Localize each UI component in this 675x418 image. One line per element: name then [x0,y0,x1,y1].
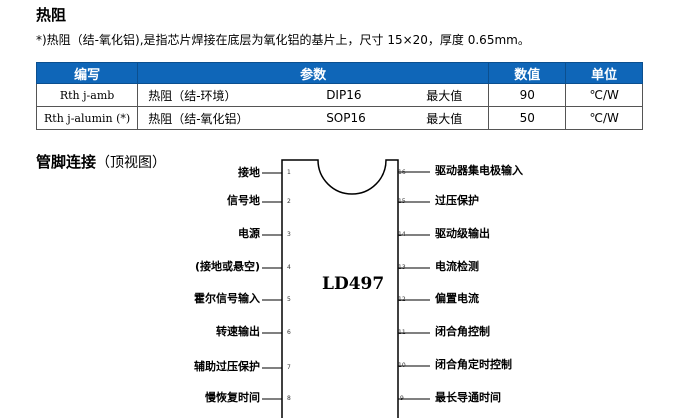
pin-number-8: 8 [287,395,291,402]
pin-label-13: 电流检测 [435,260,479,273]
param-name: 热阻（结-环境） [148,88,237,103]
pin-number-10: 10 [398,362,406,369]
pin-number-16: 16 [398,169,406,176]
pin-number-15: 15 [398,198,406,205]
pin-label-16: 驱动器集电极输入 [435,164,523,177]
table-header-row: 编写 参数 数值 单位 [35,62,643,84]
pin-label-11: 闭合角控制 [435,325,490,338]
cell-param: 热阻（结-环境） DIP16 最大值 [137,83,490,107]
param-name: 热阻（结-氧化铝） [148,111,249,126]
pin-label-1: 接地 [238,166,260,179]
pin-label-2: 信号地 [227,194,260,207]
cell-param: 热阻（结-氧化铝） SOP16 最大值 [137,106,490,130]
pin-number-13: 13 [398,264,406,271]
pin-label-6: 转速输出 [216,325,260,338]
thermal-table: 编写 参数 数值 单位 Rth j-amb 热阻（结-环境） DIP16 最大值… [35,62,643,130]
header-code: 编写 [35,62,139,84]
pin-number-2: 2 [287,198,291,205]
pin-label-3: 电源 [238,227,260,240]
pin-number-12: 12 [398,296,406,303]
thermal-title: 热阻 [36,6,67,24]
header-unit: 单位 [565,62,643,84]
pin-number-6: 6 [287,329,291,336]
pin-label-15: 过压保护 [435,194,479,207]
pin-number-11: 11 [398,329,406,336]
param-package: SOP16 [326,111,366,125]
chip-body [281,159,399,418]
pinout-title: 管脚连接（顶视图） [36,151,166,172]
pinout-subtitle: （顶视图） [96,155,167,171]
pin-label-12: 偏置电流 [435,292,479,305]
header-value: 数值 [488,62,567,84]
pin-label-5: 霍尔信号输入 [194,292,260,305]
cell-code: Rth j-alumin (*) [35,106,139,130]
pin-number-4: 4 [287,264,291,271]
pin-label-14: 驱动级输出 [435,227,490,240]
pin-leads [262,171,430,400]
pin-number-9: 9 [400,395,404,402]
thermal-note: *)热阻（结-氧化铝),是指芯片焊接在底层为氧化铝的基片上，尺寸 15×20，厚… [36,33,530,47]
pin-number-14: 14 [398,231,406,238]
header-param: 参数 [137,62,490,84]
cell-unit: ℃/W [565,83,643,107]
cell-unit: ℃/W [565,106,643,130]
pin-number-3: 3 [287,231,291,238]
pin-label-7: 辅助过压保护 [194,360,260,373]
param-qualifier: 最大值 [426,88,463,103]
pin-label-4: (接地或悬空) [194,260,260,273]
pin-label-8: 慢恢复时间 [205,391,260,404]
pin-label-10: 闭合角定时控制 [435,358,512,371]
table-row: Rth j-alumin (*) 热阻（结-氧化铝） SOP16 最大值 50 … [35,106,643,130]
pin-label-9: 最长导通时间 [435,391,501,404]
param-qualifier: 最大值 [426,111,463,126]
pinout-title-main: 管脚连接 [36,153,97,171]
pin-number-5: 5 [287,296,291,303]
param-package: DIP16 [326,88,362,102]
chip-name: LD497 [322,274,385,294]
table-row: Rth j-amb 热阻（结-环境） DIP16 最大值 90 ℃/W [35,83,643,107]
pin-number-7: 7 [287,364,291,371]
cell-value: 50 [488,106,567,130]
pin-number-1: 1 [287,169,291,176]
